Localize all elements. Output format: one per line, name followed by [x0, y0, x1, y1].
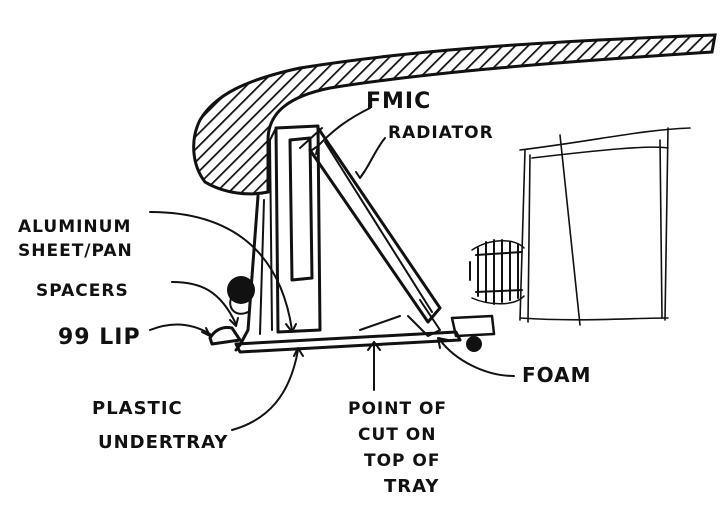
undertray-leader: [231, 349, 299, 431]
foam: [450, 314, 496, 352]
label-cut-2: CUT ON: [358, 425, 436, 445]
label-foam: FOAM: [522, 363, 592, 387]
lip: [208, 326, 242, 346]
label-cut-4: TRAY: [384, 476, 439, 497]
label-plastic: PLASTIC: [92, 398, 183, 419]
label-radiator: RADIATOR: [388, 123, 494, 143]
lip-leader: [149, 323, 211, 335]
spacers-leader: [171, 281, 237, 325]
label-fmic: FMIC: [366, 89, 431, 114]
label-aluminum-2: SHEET/PAN: [18, 241, 133, 261]
fan-pulley: [469, 239, 525, 305]
label-aluminum-1: ALUMINUM: [18, 217, 131, 237]
label-lip: 99 LIP: [58, 325, 141, 350]
aluminum-pan: [234, 194, 260, 352]
engine-block: [519, 127, 691, 326]
foam-leader: [439, 339, 515, 377]
fmic-leader: [317, 107, 371, 147]
bumper-cover: [192, 33, 717, 196]
plastic-undertray: [234, 330, 462, 354]
label-undertray: UNDERTRAY: [98, 432, 228, 453]
aluminum-leader: [149, 211, 293, 331]
label-cut-1: POINT OF: [348, 399, 447, 419]
label-cut-3: TOP OF: [364, 451, 441, 471]
label-spacers: SPACERS: [36, 281, 129, 301]
radiator: [299, 126, 442, 337]
spacer: [227, 276, 255, 304]
fmic: [269, 124, 322, 334]
